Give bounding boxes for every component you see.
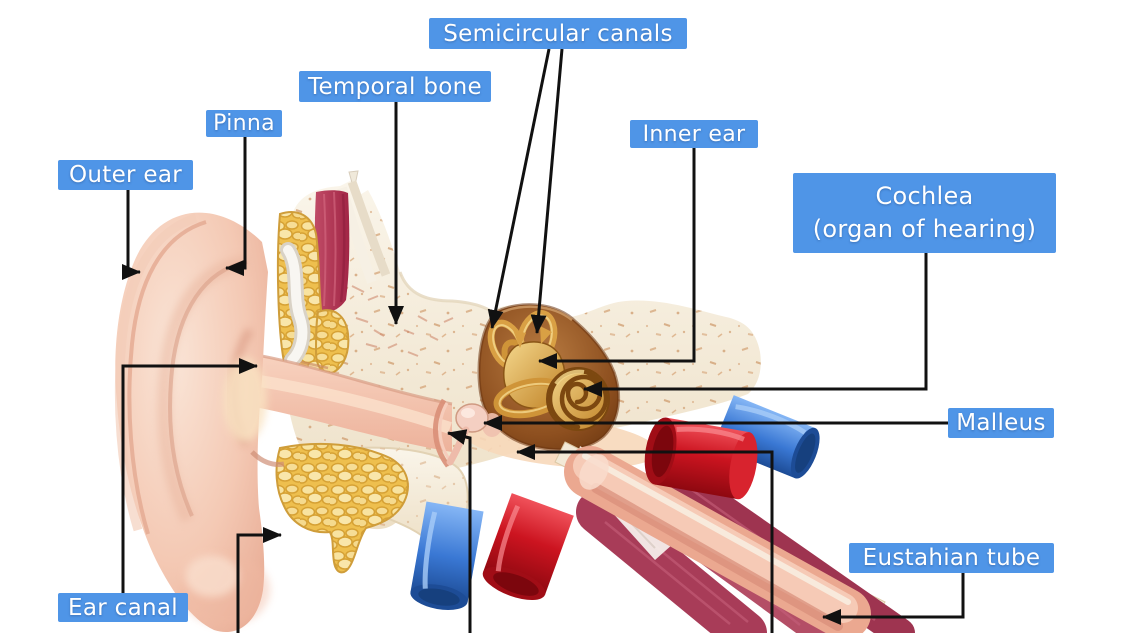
canal-cartilage	[280, 242, 311, 368]
label-ear-canal: Ear canal	[58, 593, 188, 622]
leader-offscreen-eardrum	[447, 429, 472, 633]
vein-lower	[410, 501, 484, 610]
leader-semicircular-1	[487, 48, 551, 329]
label-pinna: Pinna	[206, 110, 282, 137]
leader-inner-ear	[538, 148, 696, 369]
cochlea-spiral	[546, 367, 610, 431]
leader-semicircular-2	[530, 48, 564, 334]
muscle-stripe	[314, 190, 350, 312]
label-temporal-bone: Temporal bone	[299, 71, 491, 102]
label-cochlea-line2: (organ of hearing)	[812, 215, 1037, 243]
label-outer-ear: Outer ear	[58, 160, 193, 190]
label-inner-ear: Inner ear	[630, 120, 758, 148]
label-malleus: Malleus	[948, 408, 1054, 438]
eardrum	[432, 398, 453, 468]
leader-outer-ear	[122, 190, 141, 280]
label-eustachian-tube: Eustahian tube	[849, 543, 1054, 573]
bone-hatch-texture	[351, 285, 454, 357]
leader-eustachian-tube	[822, 573, 965, 625]
leader-cochlea	[583, 253, 928, 397]
artery-lower	[482, 493, 574, 600]
leader-offscreen-cartilage	[236, 527, 282, 633]
leader-ear-canal	[121, 358, 258, 593]
label-cochlea-line1: Cochlea	[875, 182, 974, 210]
label-cochlea: Cochlea (organ of hearing)	[793, 173, 1056, 253]
leader-offscreen-middle-ear	[516, 444, 774, 633]
leader-pinna	[225, 137, 247, 276]
leader-lines	[121, 48, 965, 633]
marrow-lower	[275, 442, 409, 574]
vein-upper	[713, 395, 820, 479]
eustachian-tube-shape	[564, 446, 871, 633]
pinna-shape	[114, 212, 285, 633]
label-semicircular-canals: Semicircular canals	[429, 18, 687, 49]
